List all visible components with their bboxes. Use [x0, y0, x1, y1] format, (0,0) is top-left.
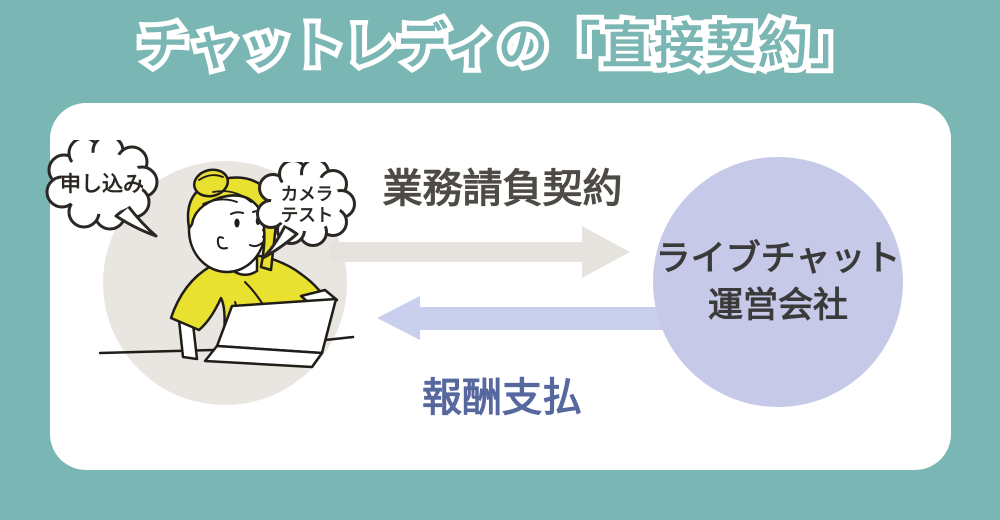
chat-lady-illustration — [98, 161, 355, 405]
page-title: チャットレディの「直接契約」 — [138, 18, 862, 74]
speech-bubble-application: 申し込み — [45, 140, 159, 238]
payment-arrow-icon — [377, 296, 695, 340]
page-title-outline: チャットレディの「直接契約」 — [133, 13, 865, 79]
company-name-line1: ライブチャット — [655, 238, 901, 278]
camera-test-line2: テスト — [281, 205, 334, 225]
application-bubble-text: 申し込み — [60, 173, 144, 196]
laptop-icon — [203, 297, 338, 369]
company-circle: ライブチャット 運営会社 — [653, 157, 903, 407]
contract-arrow-icon — [330, 226, 630, 278]
company-name-line2: 運営会社 — [707, 286, 848, 325]
speech-bubble-tail — [261, 224, 299, 260]
payment-label: 報酬支払 — [422, 376, 582, 420]
hair-strand-lines — [198, 174, 252, 205]
speech-bubble-camera-test: カメラ テスト — [256, 162, 356, 260]
camera-test-line1: カメラ — [281, 184, 334, 204]
contract-label: 業務請負契約 — [382, 167, 623, 211]
speech-bubble-tail — [114, 204, 158, 238]
